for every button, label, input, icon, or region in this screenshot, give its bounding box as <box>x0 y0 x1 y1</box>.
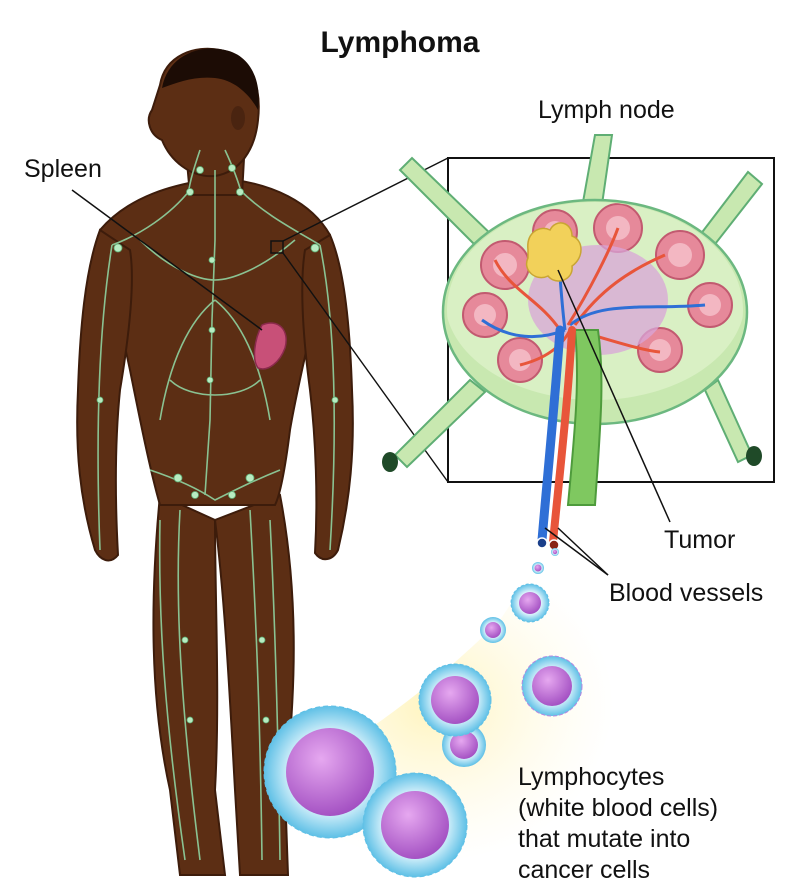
label-blood-vessels: Blood vessels <box>609 579 764 607</box>
afferent-vessels <box>393 134 764 469</box>
label-lymphocytes-line: Lymphocytes <box>518 763 665 791</box>
hair <box>162 48 259 110</box>
spleen-organ <box>253 322 287 370</box>
label-lymphocytes: Lymphocytes (white blood cells) that mut… <box>518 762 718 885</box>
blood-vessels-leader-1 <box>544 527 609 576</box>
efferent-duct <box>566 329 603 506</box>
zoom-marker <box>270 240 284 254</box>
label-lymphocytes-line: cancer cells <box>518 856 650 884</box>
lymphatic-network <box>97 149 336 861</box>
artery-descending <box>549 326 576 546</box>
tumor-mass <box>525 222 582 282</box>
label-spleen: Spleen <box>24 155 102 183</box>
vein-descending <box>537 325 565 545</box>
lymph-nodes-body <box>96 164 339 724</box>
blood-vessels-leader-2 <box>557 527 609 576</box>
diagram-title: Lymphoma <box>320 26 480 59</box>
label-lymphocytes-line: (white blood cells) <box>518 794 719 822</box>
label-tumor: Tumor <box>664 526 736 554</box>
label-lymphocytes-line: that mutate into <box>518 825 691 853</box>
spleen-leader <box>71 189 263 331</box>
tumor-leader <box>557 269 671 523</box>
lymphocytes-cells <box>263 548 583 878</box>
label-lymph-node: Lymph node <box>538 96 675 124</box>
